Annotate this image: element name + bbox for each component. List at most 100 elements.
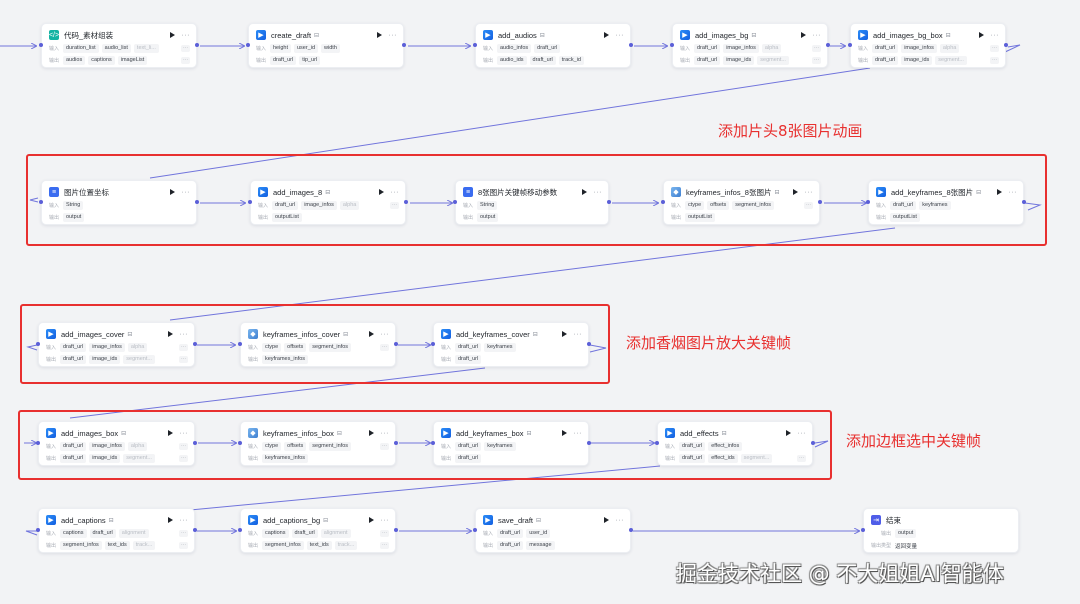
node-add-captions[interactable]: ▶ add_captions⊟ ··· 输入 captions draft_ur… — [36, 508, 197, 553]
output-port[interactable] — [193, 528, 197, 532]
node-add-images-box[interactable]: ▶ add_images_box⊟ ··· 输入 draft_url image… — [36, 421, 197, 466]
input-port[interactable] — [36, 342, 40, 346]
more-params-icon[interactable]: ··· — [812, 57, 821, 64]
more-params-icon[interactable]: ··· — [181, 57, 190, 64]
more-icon[interactable]: ··· — [797, 429, 806, 437]
more-params-icon[interactable]: ··· — [390, 202, 399, 209]
node-code-asset-assembly[interactable]: </> 代码_素材组装 ··· 输入 duration_list audio_l… — [39, 23, 199, 68]
run-icon[interactable] — [169, 189, 175, 195]
more-params-icon[interactable]: ··· — [179, 356, 188, 363]
input-port[interactable] — [248, 200, 252, 204]
node-keyframes-infos-box[interactable]: ◆ keyframes_infos_box⊟ ··· 输入 ctype offs… — [238, 421, 398, 466]
node-keyframes-infos-8[interactable]: ◆ keyframes_infos_8张图片⊟ ··· 输入 ctype off… — [661, 180, 822, 225]
more-params-icon[interactable]: ··· — [380, 530, 389, 537]
output-port[interactable] — [195, 43, 199, 47]
run-icon[interactable] — [378, 189, 384, 195]
run-icon[interactable] — [169, 32, 175, 38]
input-port[interactable] — [36, 441, 40, 445]
node-8-images-keyframe-params[interactable]: ≡ 8张图片关键帧移动参数 ··· 输入 String 输出 output — [453, 180, 611, 225]
input-port[interactable] — [473, 43, 477, 47]
node-add-keyframes-cover[interactable]: ▶ add_keyframes_cover⊟ ··· 输入 draft_url … — [431, 322, 591, 367]
run-icon[interactable] — [581, 189, 587, 195]
more-icon[interactable]: ··· — [181, 31, 190, 39]
run-icon[interactable] — [603, 32, 609, 38]
more-params-icon[interactable]: ··· — [179, 344, 188, 351]
run-icon[interactable] — [561, 331, 567, 337]
output-port[interactable] — [629, 528, 633, 532]
output-port[interactable] — [195, 200, 199, 204]
output-port[interactable] — [193, 342, 197, 346]
run-icon[interactable] — [376, 32, 382, 38]
output-port[interactable] — [394, 342, 398, 346]
input-port[interactable] — [655, 441, 659, 445]
more-params-icon[interactable]: ··· — [380, 443, 389, 450]
output-port[interactable] — [811, 441, 815, 445]
more-params-icon[interactable]: ··· — [380, 542, 389, 549]
more-icon[interactable]: ··· — [804, 188, 813, 196]
more-icon[interactable]: ··· — [380, 330, 389, 338]
input-port[interactable] — [453, 200, 457, 204]
more-params-icon[interactable]: ··· — [179, 542, 188, 549]
more-params-icon[interactable]: ··· — [990, 57, 999, 64]
more-icon[interactable]: ··· — [181, 188, 190, 196]
more-icon[interactable]: ··· — [1008, 188, 1017, 196]
output-port[interactable] — [587, 342, 591, 346]
input-port[interactable] — [431, 441, 435, 445]
more-icon[interactable]: ··· — [812, 31, 821, 39]
more-params-icon[interactable]: ··· — [181, 45, 190, 52]
run-icon[interactable] — [800, 32, 806, 38]
more-params-icon[interactable]: ··· — [179, 455, 188, 462]
input-port[interactable] — [661, 200, 665, 204]
run-icon[interactable] — [603, 517, 609, 523]
more-params-icon[interactable]: ··· — [797, 455, 806, 462]
node-add-effects[interactable]: ▶ add_effects⊟ ··· 输入 draft_url effect_i… — [655, 421, 815, 466]
output-port[interactable] — [394, 528, 398, 532]
input-port[interactable] — [848, 43, 852, 47]
more-icon[interactable]: ··· — [388, 31, 397, 39]
run-icon[interactable] — [368, 517, 374, 523]
input-port[interactable] — [866, 200, 870, 204]
output-port[interactable] — [402, 43, 406, 47]
run-icon[interactable] — [368, 430, 374, 436]
node-add-images-8[interactable]: ▶ add_images_8⊟ ··· 输入 draft_url image_i… — [248, 180, 408, 225]
more-icon[interactable]: ··· — [179, 330, 188, 338]
node-add-images-cover[interactable]: ▶ add_images_cover⊟ ··· 输入 draft_url ima… — [36, 322, 197, 367]
run-icon[interactable] — [978, 32, 984, 38]
more-icon[interactable]: ··· — [380, 516, 389, 524]
output-port[interactable] — [404, 200, 408, 204]
node-add-images-bg-box[interactable]: ▶ add_images_bg_box⊟ ··· 输入 draft_url im… — [848, 23, 1008, 68]
node-create-draft[interactable]: ▶ create_draft⊟ ··· 输入 height user_id wi… — [246, 23, 406, 68]
node-add-keyframes-box[interactable]: ▶ add_keyframes_box⊟ ··· 输入 draft_url ke… — [431, 421, 591, 466]
more-icon[interactable]: ··· — [573, 429, 582, 437]
input-port[interactable] — [238, 342, 242, 346]
more-icon[interactable]: ··· — [573, 330, 582, 338]
output-port[interactable] — [1004, 43, 1008, 47]
node-add-captions-bg[interactable]: ▶ add_captions_bg⊟ ··· 输入 captions draft… — [238, 508, 398, 553]
more-params-icon[interactable]: ··· — [812, 45, 821, 52]
more-icon[interactable]: ··· — [390, 188, 399, 196]
node-add-audios[interactable]: ▶ add_audios⊟ ··· 输入 audio_infos draft_u… — [473, 23, 633, 68]
output-port[interactable] — [193, 441, 197, 445]
input-port[interactable] — [39, 200, 43, 204]
more-params-icon[interactable]: ··· — [179, 530, 188, 537]
run-icon[interactable] — [167, 517, 173, 523]
more-icon[interactable]: ··· — [990, 31, 999, 39]
run-icon[interactable] — [996, 189, 1002, 195]
input-port[interactable] — [238, 441, 242, 445]
run-icon[interactable] — [368, 331, 374, 337]
more-icon[interactable]: ··· — [593, 188, 602, 196]
input-port[interactable] — [473, 528, 477, 532]
more-params-icon[interactable]: ··· — [804, 202, 813, 209]
input-port[interactable] — [36, 528, 40, 532]
run-icon[interactable] — [167, 331, 173, 337]
run-icon[interactable] — [167, 430, 173, 436]
output-port[interactable] — [587, 441, 591, 445]
output-port[interactable] — [394, 441, 398, 445]
input-port[interactable] — [39, 43, 43, 47]
more-params-icon[interactable]: ··· — [179, 443, 188, 450]
node-save-draft[interactable]: ▶ save_draft⊟ ··· 输入 draft_url user_id 输… — [473, 508, 633, 553]
node-keyframes-infos-cover[interactable]: ◆ keyframes_infos_cover⊟ ··· 输入 ctype of… — [238, 322, 398, 367]
input-port[interactable] — [431, 342, 435, 346]
more-icon[interactable]: ··· — [380, 429, 389, 437]
